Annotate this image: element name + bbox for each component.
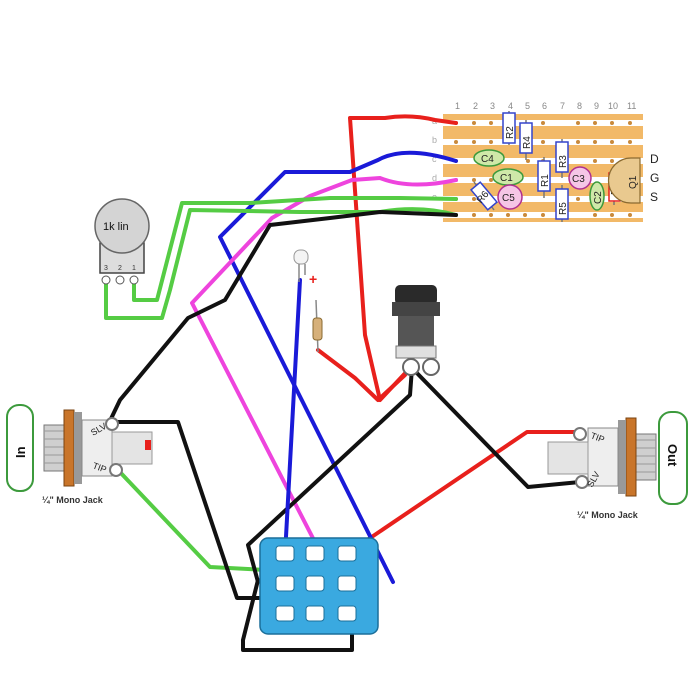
pin-label-g: G <box>650 171 659 185</box>
column-number: 8 <box>577 101 582 111</box>
transistor-q1: Q1 <box>607 157 641 204</box>
capacitor-c5: C5 <box>497 184 523 210</box>
wire-blue-board <box>218 150 458 584</box>
svg-text:C1: C1 <box>500 173 513 184</box>
transistor-pin-labels: D G S <box>650 152 659 204</box>
output-badge: Out <box>658 411 688 505</box>
column-numbers: 1 2 3 4 5 6 7 8 9 10 11 <box>455 101 636 111</box>
wire-green-pot-1 <box>132 196 458 302</box>
led: + <box>293 249 317 287</box>
column-number: 6 <box>542 101 547 111</box>
output-badge-label: Out <box>665 444 680 467</box>
resistor-r4: R4 <box>519 120 533 160</box>
svg-text:C2: C2 <box>593 191 604 204</box>
row-letter: d <box>432 173 437 183</box>
column-number: 7 <box>560 101 565 111</box>
svg-text:C5: C5 <box>502 193 515 204</box>
input-jack-caption: ¼" Mono Jack <box>42 495 104 505</box>
wire-red-led <box>316 348 407 402</box>
column-number: 3 <box>490 101 495 111</box>
wire-magenta <box>190 176 458 550</box>
output-jack: TIP SLV ¼" Mono Jack <box>547 417 657 520</box>
column-number: 9 <box>594 101 599 111</box>
input-badge: In <box>6 404 34 492</box>
capacitor-c1: C1 <box>492 168 524 186</box>
pin-label-s: S <box>650 190 658 204</box>
column-number: 11 <box>627 101 636 111</box>
3pdt-switch <box>259 537 379 635</box>
column-number: 1 <box>455 101 460 111</box>
svg-text:C3: C3 <box>572 174 585 185</box>
resistor-r2: R2 <box>502 111 516 145</box>
wire-black-ground <box>106 210 458 427</box>
row-letter: b <box>432 135 437 145</box>
resistor-r5: R5 <box>555 185 569 222</box>
capacitor-c2: C2 <box>589 181 605 211</box>
svg-text:C4: C4 <box>481 154 494 165</box>
wire-red-board <box>343 114 580 557</box>
pot-pin-label: 3 <box>104 265 108 272</box>
column-number: 10 <box>608 101 618 111</box>
led-plus-label: + <box>309 271 317 287</box>
wire-green-pot-2 <box>104 207 458 320</box>
svg-text:R5: R5 <box>558 202 569 215</box>
footswitch-button <box>392 285 440 376</box>
svg-text:Q1: Q1 <box>628 175 639 189</box>
pot-knob <box>94 198 150 254</box>
pot-label: 1k lin <box>103 221 129 233</box>
resistor-r3: R3 <box>555 139 569 178</box>
column-number: 4 <box>508 101 513 111</box>
pin-label-d: D <box>650 152 659 166</box>
wire-blue-led <box>283 278 302 557</box>
input-tip-label: TIP <box>91 460 108 474</box>
led-resistor <box>312 299 323 353</box>
column-number: 5 <box>525 101 530 111</box>
wire-black-dc <box>246 366 582 584</box>
column-number: 2 <box>473 101 478 111</box>
output-tip-label: TIP <box>589 430 606 444</box>
svg-text:R2: R2 <box>505 126 516 139</box>
svg-text:R4: R4 <box>522 136 533 149</box>
svg-text:R1: R1 <box>540 174 551 187</box>
potentiometer: 1k lin 3 2 1 <box>94 198 150 285</box>
resistor-r1: R1 <box>537 157 551 198</box>
pot-pin-label: 1 <box>132 265 136 272</box>
resistor-r6: R6 <box>469 181 499 211</box>
input-jack: SLV TIP ¼" Mono Jack <box>42 409 153 505</box>
capacitor-c4: C4 <box>473 149 505 167</box>
stripboard: 1 2 3 4 5 6 7 8 9 10 11 a b c d e <box>432 101 659 222</box>
svg-text:R3: R3 <box>558 155 569 168</box>
row-letters: a b c d e <box>432 116 437 202</box>
pot-pin-label: 2 <box>118 265 122 272</box>
input-badge-label: In <box>13 446 28 458</box>
row-letter: c <box>432 154 437 164</box>
capacitor-c3: C3 <box>568 166 592 190</box>
output-jack-caption: ¼" Mono Jack <box>577 510 639 520</box>
